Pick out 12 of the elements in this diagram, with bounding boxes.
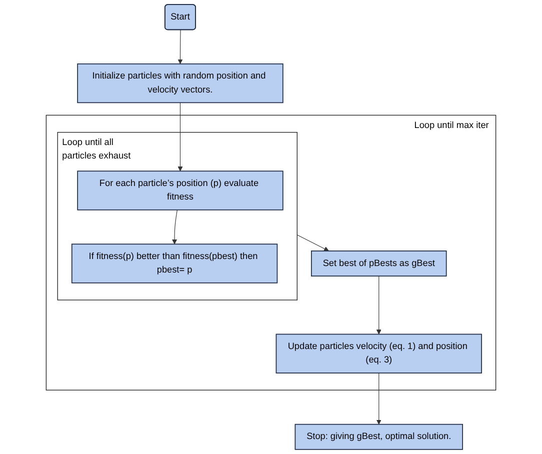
arrow — [172, 210, 178, 244]
node-box: Initialize particles with random position and velocity vectors. — [77, 63, 284, 104]
arrow — [178, 102, 183, 172]
node-box: For each particle’s position (p) evaluate fitness — [77, 170, 284, 210]
arrow — [178, 30, 183, 64]
node-box: Update particles velocity (eq. 1) and position (eq. 3) — [276, 334, 482, 374]
node-box: If fitness(p) better than fitness(pbest) then pbest= p — [71, 244, 278, 284]
arrow — [376, 276, 382, 334]
arrow — [296, 234, 329, 252]
node-box: Set best of pBests as gBest — [310, 250, 447, 276]
node-box: Stop: giving gBest, optimal solution. — [294, 424, 463, 450]
arrow — [376, 372, 382, 425]
